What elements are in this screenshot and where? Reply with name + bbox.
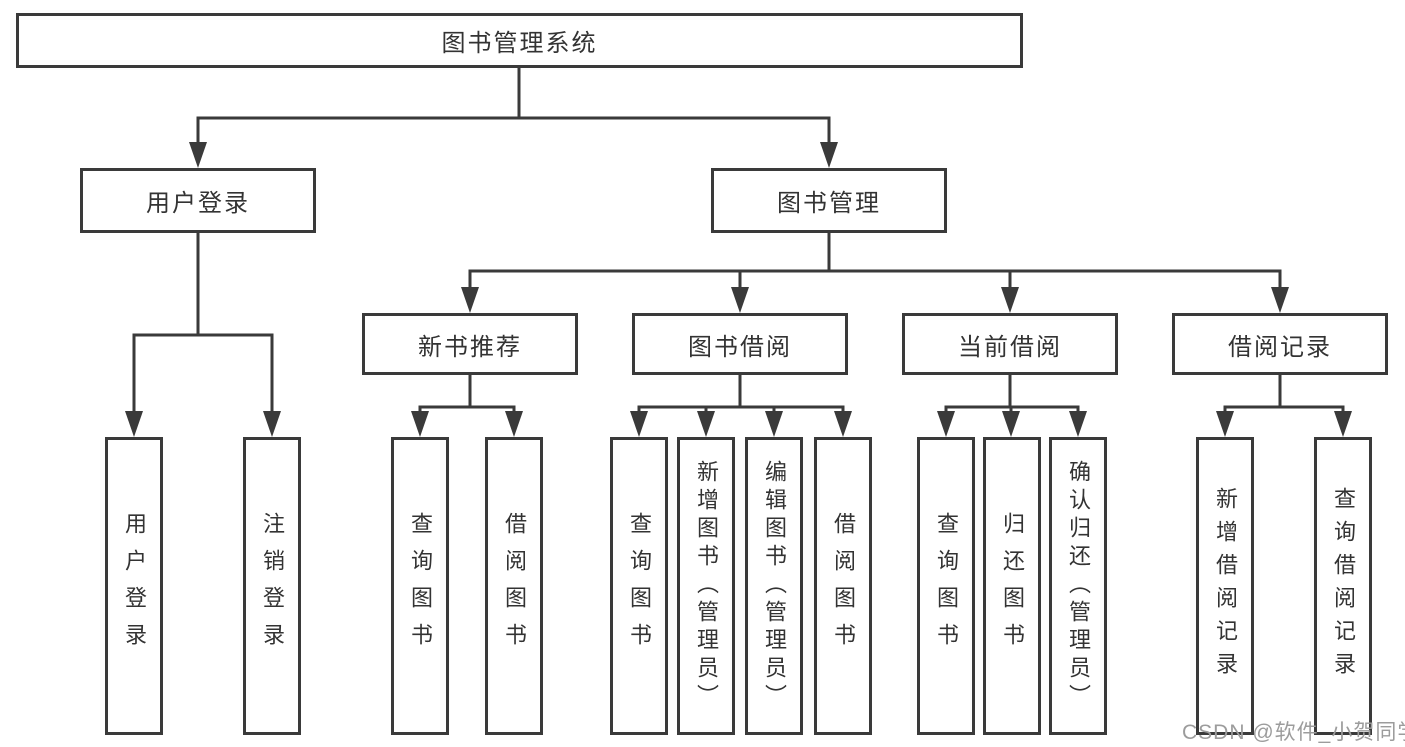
leaf-label: 查询图书 [934,512,959,660]
leaf-add-books-admin: 新增图书（管理员） [677,437,735,735]
leaf-query-books-recommend: 查询图书 [391,437,449,735]
csdn-watermark: CSDN @软件_小贺同学 [1182,721,1405,744]
leaf-borrow-books: 借阅图书 [814,437,872,735]
leaf-edit-books-admin: 编辑图书（管理员） [745,437,803,735]
leaf-label: 查询图书 [408,512,433,660]
leaf-label: 新增图书（管理员） [694,460,719,712]
leaf-label: 借阅图书 [502,512,527,660]
node-new-book-recommendation: 新书推荐 [362,313,578,375]
leaf-label: 新增借阅记录 [1213,487,1238,685]
node-borrowing-records: 借阅记录 [1172,313,1388,375]
leaf-borrow-books-recommend: 借阅图书 [485,437,543,735]
leaf-label: 查询图书 [627,512,652,660]
leaf-add-borrow-record: 新增借阅记录 [1196,437,1254,735]
node-label: 图书借阅 [688,333,792,361]
leaf-label: 查询借阅记录 [1331,487,1356,685]
node-user-login: 用户登录 [80,168,316,233]
leaf-label: 注销登录 [260,512,285,660]
node-current-borrowing: 当前借阅 [902,313,1118,375]
node-label: 图书管理系统 [441,30,598,57]
leaf-return-books: 归还图书 [983,437,1041,735]
node-label: 用户登录 [146,190,250,217]
node-label: 借阅记录 [1228,333,1332,361]
node-book-borrowing: 图书借阅 [632,313,848,375]
leaf-label: 借阅图书 [831,512,856,660]
leaf-label: 编辑图书（管理员） [762,460,787,712]
leaf-query-borrow-record: 查询借阅记录 [1314,437,1372,735]
leaf-label: 归还图书 [1000,512,1025,660]
node-library-management-system: 图书管理系统 [16,13,1023,68]
leaf-query-books-current: 查询图书 [917,437,975,735]
leaf-user-login: 用户登录 [105,437,163,735]
leaf-logout: 注销登录 [243,437,301,735]
node-book-management: 图书管理 [711,168,947,233]
leaf-query-books-borrow: 查询图书 [610,437,668,735]
leaf-confirm-return-admin: 确认归还（管理员） [1049,437,1107,735]
node-label: 图书管理 [777,190,881,217]
arrowheads [125,142,1352,437]
leaf-label: 用户登录 [122,512,147,660]
node-label: 新书推荐 [418,333,522,361]
node-label: 当前借阅 [958,333,1062,361]
leaf-label: 确认归还（管理员） [1066,460,1091,712]
